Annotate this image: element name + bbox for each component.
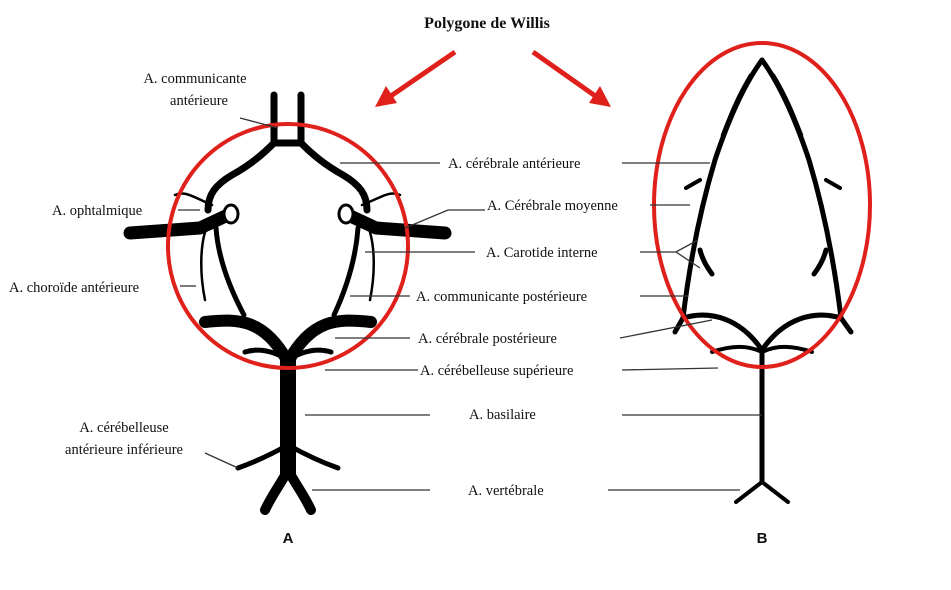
label-cerebrale-posterieure: A. cérébrale postérieure <box>418 331 557 347</box>
leader-comm-ant <box>239 117 279 129</box>
b-mca <box>684 178 842 190</box>
label-cerebelleuse-ant-inf-2: antérieure inférieure <box>65 442 183 458</box>
label-cerebrale-moyenne: A. Cérébrale moyenne <box>487 198 618 214</box>
label-choroide-anterieure: A. choroïde antérieure <box>9 280 139 296</box>
a-pcomm-left <box>213 225 247 318</box>
panel-label-a: A <box>283 530 294 547</box>
a-mca-right <box>339 207 452 240</box>
arrow-left-head <box>375 86 397 107</box>
panel-b-vessels <box>672 57 854 504</box>
label-basilaire: A. basilaire <box>469 407 536 423</box>
b-vertebral <box>734 480 790 504</box>
a-aca-left <box>204 139 278 214</box>
a-anterior-communicating <box>270 91 305 147</box>
label-communicante-posterieure: A. communicante postérieure <box>416 289 587 305</box>
diagram-title: Polygone de Willis <box>424 15 550 32</box>
leader-cerebelleuse-sup-b <box>621 367 719 371</box>
b-aca-left <box>680 57 765 321</box>
b-carotid-stubs <box>697 247 829 277</box>
arrow-right-shaft <box>531 49 603 103</box>
label-cerebelleuse-superieure: A. cérébelleuse supérieure <box>420 363 573 379</box>
a-vertebral <box>260 465 316 515</box>
a-pcomm-right <box>331 225 361 318</box>
leader-lines <box>178 117 762 491</box>
b-aca-right <box>759 57 844 321</box>
leader-aica <box>204 452 239 469</box>
arrow-right-head <box>589 86 611 107</box>
label-communicante-anterieure-2: antérieure <box>170 93 228 109</box>
a-aica <box>235 442 341 471</box>
highlight-circle-a <box>166 122 410 370</box>
leader-cerebrale-moy-a <box>404 209 485 229</box>
leader-cerebrale-post-b <box>619 319 713 339</box>
label-communicante-anterieure-1: A. communicante <box>143 71 246 87</box>
label-cerebrale-anterieure: A. cérébrale antérieure <box>448 156 580 172</box>
a-carotid-right-section <box>337 203 355 225</box>
a-carotid-left-section <box>222 203 240 225</box>
leader-carotide-b <box>640 239 701 269</box>
a-superior-cerebellar <box>242 347 334 363</box>
panel-a-vessels <box>123 91 452 515</box>
panel-label-b: B <box>757 530 768 547</box>
a-mca-left <box>123 207 237 240</box>
a-pca-left <box>199 314 294 368</box>
a-aca-right <box>297 139 371 214</box>
red-arrows <box>375 49 611 107</box>
label-cerebelleuse-ant-inf-1: A. cérébelleuse <box>79 420 168 436</box>
label-carotide-interne: A. Carotide interne <box>486 245 598 261</box>
a-pca-right <box>282 314 377 368</box>
label-vertebrale: A. vertébrale <box>468 483 544 499</box>
b-pca-ends <box>672 315 854 335</box>
b-anterior-branches <box>720 73 804 137</box>
label-ophtalmique: A. ophtalmique <box>52 203 142 219</box>
arrow-left-shaft <box>383 49 457 103</box>
